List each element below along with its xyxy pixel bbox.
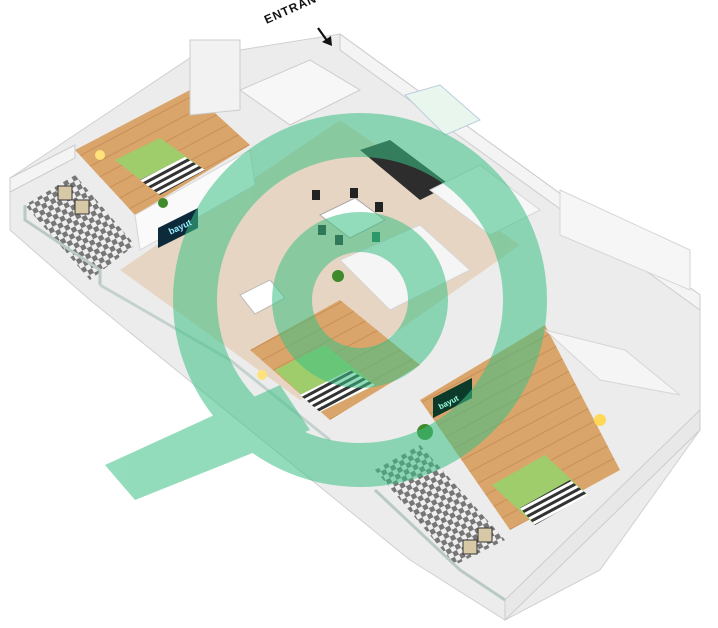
lamp-master-bedroom — [594, 414, 606, 426]
bottom-balcony-chairs — [462, 527, 493, 555]
wall-right-bath — [559, 189, 691, 291]
left-balcony-floor — [25, 175, 135, 280]
bottom-balcony-railing — [373, 488, 506, 602]
lamp-middle-bedroom — [257, 370, 267, 380]
left-balcony-chairs — [57, 185, 90, 215]
outer-wall-bottom — [504, 408, 701, 622]
tv-right — [433, 378, 472, 418]
left-bed — [115, 138, 205, 195]
arrow-down-right-icon — [317, 27, 332, 46]
master-bed — [492, 455, 588, 525]
plant-living — [332, 270, 344, 282]
bayut-logo-watermark — [105, 113, 547, 500]
lamp-left-bedroom — [95, 150, 105, 160]
outer-wall-left — [9, 144, 76, 193]
bathroom-top — [238, 59, 362, 126]
wall-master-bath — [544, 329, 681, 396]
tv-left — [158, 208, 198, 248]
plant-left — [158, 198, 168, 208]
left-balcony-railing — [23, 205, 102, 285]
kitchen-cabinets — [404, 84, 481, 136]
outer-wall-top — [189, 39, 241, 116]
